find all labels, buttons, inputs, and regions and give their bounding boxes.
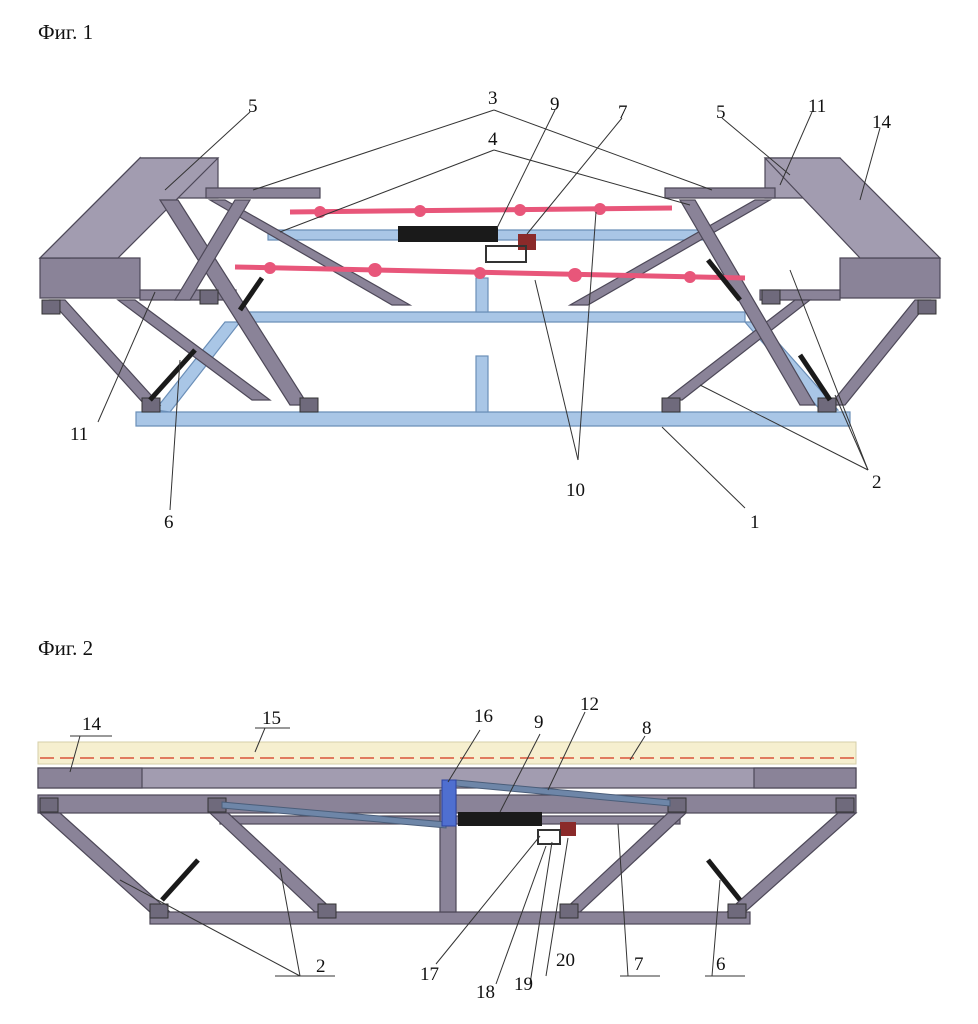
fig2-label-7: 7 bbox=[634, 954, 644, 975]
fig1-label-9: 9 bbox=[550, 94, 560, 115]
leg-right-outer bbox=[725, 812, 858, 913]
fig2-label-6: 6 bbox=[716, 954, 726, 975]
right-foot-4 bbox=[661, 397, 681, 413]
gearbox bbox=[485, 245, 527, 263]
pad-8 bbox=[727, 903, 747, 919]
pad-6 bbox=[317, 903, 337, 919]
left-foot-2 bbox=[199, 289, 219, 305]
fig1-label-6: 6 bbox=[164, 512, 174, 533]
left-foot-1 bbox=[41, 299, 61, 315]
fig2-label-19: 19 bbox=[514, 974, 533, 995]
fig1-label-11-left: 11 bbox=[70, 424, 88, 445]
left-arm bbox=[205, 187, 321, 199]
fig1-label-10: 10 bbox=[566, 480, 585, 501]
center-post-top bbox=[475, 277, 489, 313]
fig2-label-17: 17 bbox=[420, 964, 439, 985]
fig2-label-14: 14 bbox=[82, 714, 102, 735]
fig2-label-18: 18 bbox=[476, 982, 495, 1003]
mattress bbox=[37, 741, 857, 765]
rod-left bbox=[221, 801, 447, 829]
upper-blue-frame bbox=[239, 311, 746, 323]
leg-left-inner bbox=[208, 812, 337, 913]
gas-strut-left-1 bbox=[148, 348, 197, 402]
figure-2-drawing: 14 15 16 9 12 8 2 17 18 19 20 7 6 bbox=[37, 694, 858, 1003]
fig2-label-16: 16 bbox=[474, 706, 493, 727]
bracket-16 bbox=[441, 779, 457, 827]
left-box-front bbox=[39, 257, 141, 299]
actuator-fig2 bbox=[458, 812, 542, 826]
spring-upper bbox=[289, 203, 673, 218]
fig2-label-20: 20 bbox=[556, 950, 575, 971]
fig1-label-2: 2 bbox=[872, 472, 882, 493]
figure-1-drawing: 3 4 5 5 9 7 11 14 11 6 10 1 2 bbox=[38, 88, 942, 533]
fig2-label-8: 8 bbox=[642, 718, 652, 739]
leg-right-inner bbox=[560, 812, 688, 913]
right-box-rim bbox=[763, 157, 942, 259]
right-foot-2 bbox=[761, 289, 781, 305]
fig1-label-5-left: 5 bbox=[248, 96, 258, 117]
fig1-label-7: 7 bbox=[618, 102, 628, 123]
right-upright bbox=[828, 299, 932, 406]
pad-4 bbox=[835, 797, 855, 813]
right-box-front bbox=[839, 257, 941, 299]
gas-strut-right-2 bbox=[706, 258, 742, 302]
right-arm bbox=[664, 187, 776, 199]
right-cross-b bbox=[567, 199, 773, 306]
pad-3 bbox=[667, 797, 687, 813]
top-frame-left-block bbox=[37, 767, 143, 789]
right-foot-3 bbox=[817, 397, 837, 413]
fig2-label-9: 9 bbox=[534, 712, 544, 733]
center-post-bottom bbox=[475, 355, 489, 413]
gas-strut-left-2 bbox=[237, 276, 265, 312]
figure-1-title: Фиг. 1 bbox=[38, 20, 94, 44]
pad-1 bbox=[39, 797, 59, 813]
leg-left-outer bbox=[38, 812, 172, 913]
actuator bbox=[398, 226, 498, 242]
right-foot-1 bbox=[917, 299, 937, 315]
fig2-label-15: 15 bbox=[262, 708, 281, 729]
spring-lower bbox=[234, 262, 746, 283]
gas-strut-right-1 bbox=[797, 353, 833, 402]
gas-strut-fig2-left bbox=[160, 858, 200, 902]
left-cross-d bbox=[173, 199, 252, 301]
figure-2-title: Фиг. 2 bbox=[38, 636, 94, 660]
gas-strut-fig2-right bbox=[706, 858, 742, 902]
bottom-bar bbox=[149, 911, 751, 925]
pad-7 bbox=[559, 903, 579, 919]
gearbox-fig2 bbox=[537, 829, 561, 845]
left-foot-4 bbox=[299, 397, 319, 413]
fig1-label-1: 1 bbox=[750, 512, 760, 533]
fig2-label-2: 2 bbox=[316, 956, 326, 977]
fig1-label-11-right: 11 bbox=[808, 96, 826, 117]
top-frame-right-block bbox=[753, 767, 857, 789]
fig1-label-14: 14 bbox=[872, 112, 892, 133]
pad-5 bbox=[149, 903, 169, 919]
base-frame bbox=[135, 411, 851, 427]
left-box-rim bbox=[38, 157, 220, 259]
motor-fig2 bbox=[560, 822, 576, 836]
fig1-label-3: 3 bbox=[488, 88, 498, 109]
fig1-label-5-right: 5 bbox=[716, 102, 726, 123]
fig2-label-12: 12 bbox=[580, 694, 599, 715]
right-cross-c bbox=[678, 199, 817, 406]
fig1-label-4: 4 bbox=[488, 129, 498, 150]
